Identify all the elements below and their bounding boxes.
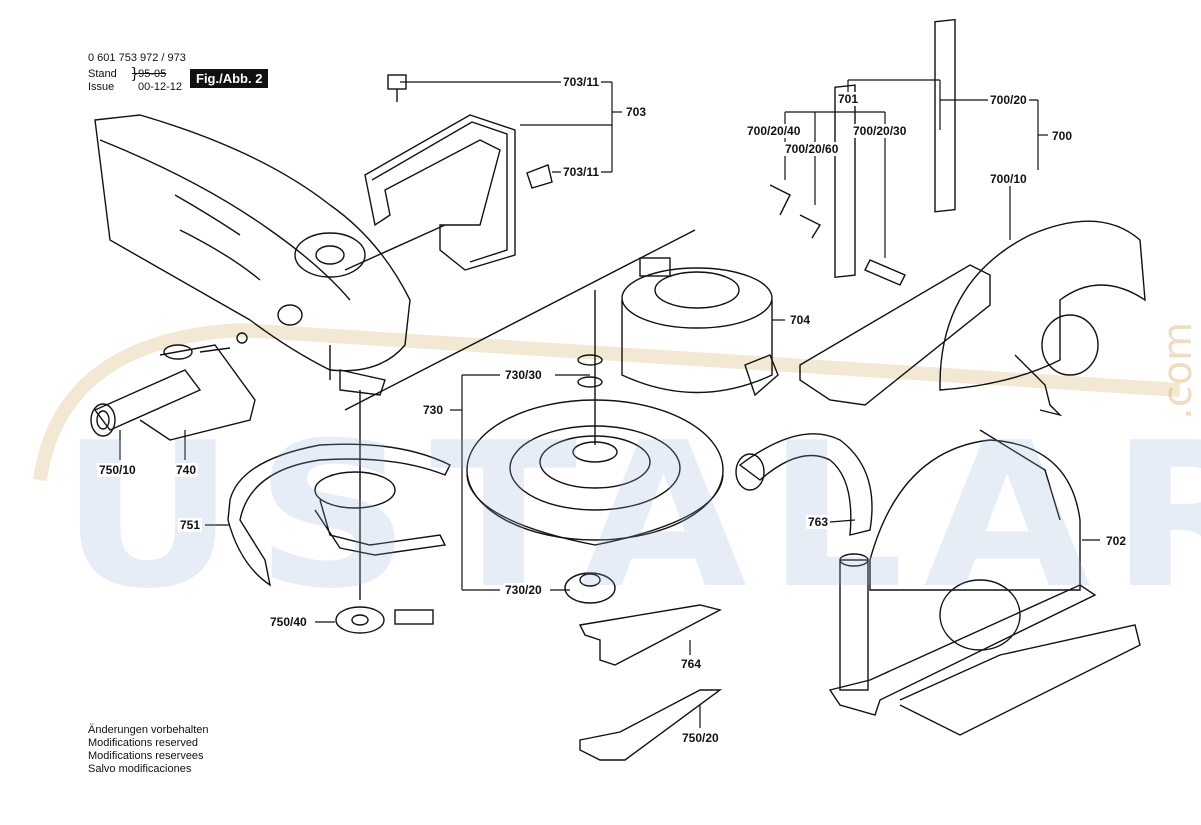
part-704: 704 — [788, 313, 813, 327]
grinding-disc — [344, 229, 724, 604]
wheel-guard — [227, 410, 451, 600]
stand-label: Stand — [88, 68, 117, 80]
two-pin-spanner — [579, 689, 723, 761]
part-764: 764 — [679, 657, 704, 671]
guard-adapter — [621, 257, 779, 397]
part-703-11-bottom: 703/11 — [561, 165, 602, 179]
part-740: 740 — [174, 463, 199, 477]
part-700-20: 700/20 — [988, 93, 1029, 107]
extraction-hose — [735, 433, 873, 536]
part-750-10: 750/10 — [97, 463, 138, 477]
brace-glyph: } — [132, 65, 138, 82]
note-es: Salvo modificaciones — [88, 763, 192, 775]
depth-guide-frame — [769, 18, 991, 406]
part-730-30: 730/30 — [503, 368, 544, 382]
watermark-suffix: .com — [1155, 321, 1201, 420]
part-751: 751 — [178, 518, 203, 532]
face-spanner — [578, 604, 722, 666]
part-750-40: 750/40 — [268, 615, 309, 629]
issue-label: Issue — [88, 81, 115, 93]
part-700-10: 700/10 — [988, 172, 1029, 186]
figure-label: Fig./Abb. 2 — [190, 69, 269, 88]
watermark-text: USTALARA — [60, 400, 1201, 633]
note-de: Änderungen vorbehalten — [88, 724, 209, 736]
part-700-20-30: 700/20/30 — [851, 124, 909, 138]
part-750-20: 750/20 — [680, 731, 721, 745]
part-700-20-40: 700/20/40 — [745, 124, 803, 138]
handle-bracket — [344, 74, 553, 271]
part-700: 700 — [1050, 129, 1075, 143]
watermark-logo-arc — [33, 322, 1181, 481]
cutting-guide-hood — [828, 429, 1141, 736]
part-703: 703 — [624, 105, 649, 119]
notes-block: Änderungen vorbehalten Modifications res… — [88, 724, 208, 776]
note-en: Modifications reserved — [88, 737, 199, 749]
issue-date: 00-12-12 — [138, 81, 183, 93]
part-702: 702 — [1104, 534, 1129, 548]
doc-number: 0 601 753 972 / 973 — [88, 52, 186, 64]
part-730-20: 730/20 — [503, 583, 544, 597]
part-730: 730 — [421, 403, 446, 417]
part-703-11-top: 703/11 — [561, 75, 602, 89]
part-763: 763 — [806, 515, 831, 529]
part-700-20-60: 700/20/60 — [783, 142, 841, 156]
part-701: 701 — [836, 92, 861, 106]
stand-value-struck: 95-05 — [132, 68, 167, 80]
side-handle-assembly — [90, 332, 256, 441]
angle-grinder-body — [94, 114, 411, 410]
note-fr: Modifications reservees — [88, 750, 204, 762]
clamp-nut — [335, 606, 434, 634]
cutting-guard — [939, 220, 1146, 417]
